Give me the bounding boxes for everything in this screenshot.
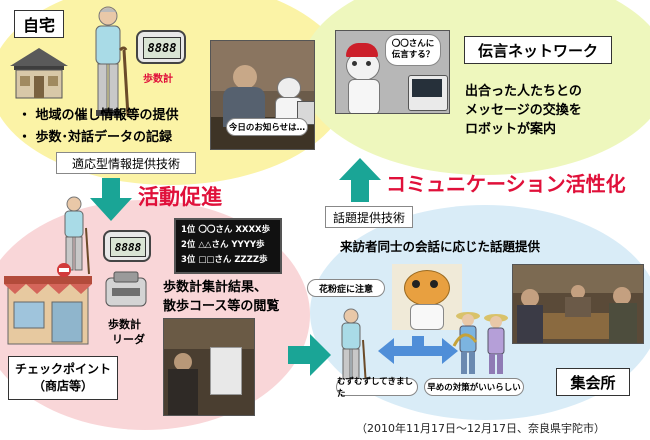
network-title: 伝言ネットワーク	[464, 36, 612, 64]
meeting-speech-left: むずむずしてきました	[336, 377, 418, 399]
home-title: 自宅	[14, 10, 64, 38]
network-desc-2: メッセージの交換を	[465, 103, 582, 118]
home-bullet-2: ・ 歩数･対話データの記録	[18, 130, 173, 145]
exchange-arrow-icon	[378, 336, 458, 364]
down-arrow-icon	[90, 178, 132, 221]
ranking-board: 1位 〇〇さん XXXX歩 2位 △△さん YYYY歩 3位 □□さん ZZZZ…	[174, 218, 282, 274]
pedometer-label: 歩数計	[143, 74, 173, 85]
elderly-man-icon	[64, 196, 90, 275]
shop-icon	[4, 263, 92, 345]
checkpoint-title-line-2: （商店等）	[32, 379, 93, 393]
network-desc-3: ロボットが案内	[465, 122, 557, 137]
meeting-title: 集会所	[556, 368, 630, 396]
meeting-photo	[512, 264, 644, 344]
checkpoint-desc-1: 歩数計集計結果、	[163, 280, 268, 295]
pedometer-display: 8888	[110, 237, 146, 257]
footnote: （2010年11月17日～12月17日、奈良県宇陀市）	[356, 422, 605, 435]
tech-topic-label: 話題提供技術	[325, 206, 413, 228]
pedometer-device: 8888	[103, 230, 151, 262]
right-arrow-icon	[288, 334, 331, 376]
network-desc-1: 出合った人たちとの	[465, 84, 582, 99]
tech-adaptive-label: 適応型情報提供技術	[56, 152, 196, 174]
farmers-icon	[452, 312, 508, 374]
home-photo-caption: 今日のお知らせは…	[226, 118, 308, 136]
meeting-robot-bubble: 花粉症に注意	[307, 279, 385, 297]
communication-activation-label: コミュニケーション活性化	[386, 172, 626, 196]
network-bubble: 〇〇さんに伝言する？	[385, 34, 441, 66]
pedometer-display: 8888	[143, 37, 181, 59]
up-arrow-icon	[339, 158, 381, 202]
pedometer-device: 8888	[136, 30, 186, 64]
checkpoint-title-line-1: チェックポイント	[14, 362, 111, 376]
home-bullet-1: ・ 地域の催し情報等の提供	[18, 108, 179, 123]
reader-label-1: 歩数計	[108, 318, 141, 331]
meeting-robot-photo	[392, 264, 462, 330]
checkpoint-desc-2: 散歩コース等の閲覧	[163, 299, 280, 314]
ranking-row-1: 1位 〇〇さん XXXX歩	[181, 225, 271, 235]
network-bubble-text: 〇〇さんに伝言する？	[391, 39, 435, 60]
pedometer-reader-icon	[105, 271, 147, 307]
elderly-man-icon	[95, 6, 130, 117]
ranking-row-3: 3位 □□さん ZZZZ歩	[181, 255, 268, 265]
house-icon	[10, 48, 68, 99]
checkpoint-photo	[163, 318, 255, 416]
checkpoint-title: チェックポイント （商店等）	[8, 356, 118, 400]
activity-promotion-label: 活動促進	[138, 185, 222, 209]
ranking-row-2: 2位 △△さん YYYY歩	[181, 240, 265, 250]
reader-label-2: リーダ	[112, 333, 145, 346]
meeting-heading: 来訪者同士の会話に応じた話題提供	[340, 239, 541, 254]
meeting-speech-right: 早めの対策がいいらしい	[424, 378, 524, 396]
